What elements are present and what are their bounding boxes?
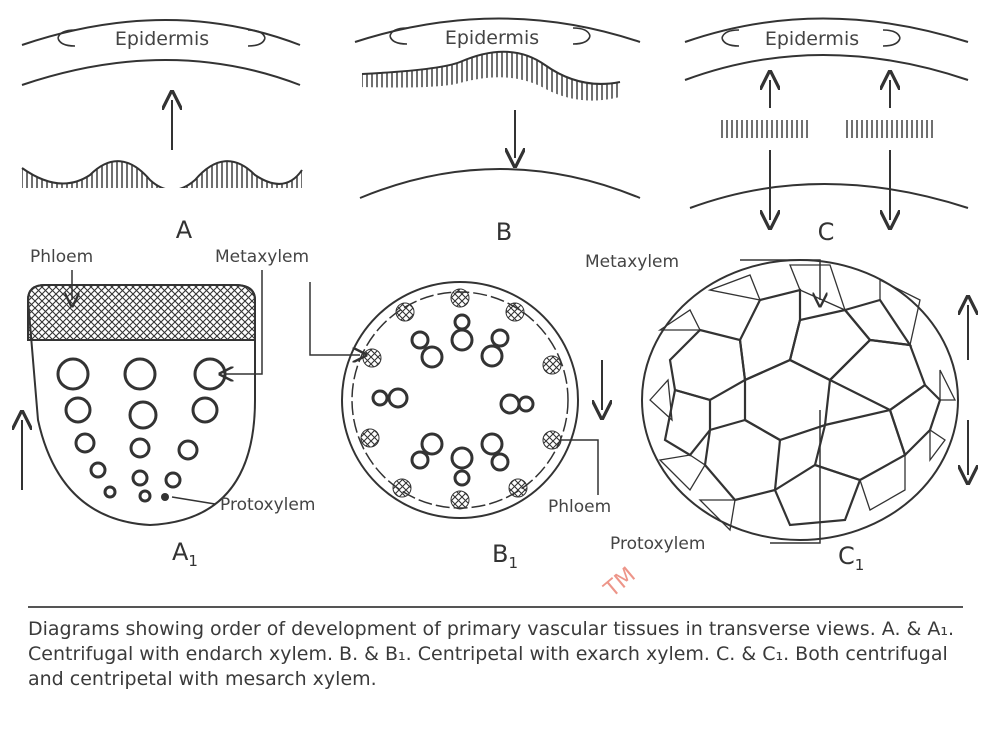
epidermis-label-a: Epidermis	[115, 28, 209, 50]
panel-a1: Phloem Metaxylem Protoxylem A1	[22, 247, 315, 570]
epidermis-label-b: Epidermis	[445, 27, 539, 49]
protoxylem-label-a1: Protoxylem	[220, 495, 315, 515]
vascular-development-diagram: Epidermis A Epidermis B Epidermis C	[0, 0, 981, 600]
epidermis-label-c: Epidermis	[765, 28, 859, 50]
panel-c: Epidermis C	[685, 19, 968, 247]
metaxylem-label-a1: Metaxylem	[215, 247, 309, 267]
mesarch-strand-left	[720, 120, 810, 138]
panel-label-c1: C1	[838, 542, 864, 574]
watermark: TM	[599, 563, 641, 600]
panel-label-a: A	[176, 216, 193, 244]
panel-label-b: B	[496, 218, 512, 246]
panel-c1: Metaxylem Protoxylem C1	[585, 252, 968, 574]
mesarch-strand-right	[845, 120, 935, 138]
panel-label-a1: A1	[172, 538, 198, 570]
panel-label-b1: B1	[492, 540, 518, 572]
caption-divider	[28, 606, 963, 608]
panel-b: Epidermis B	[355, 19, 640, 247]
panel-label-c: C	[818, 218, 835, 246]
panel-a: Epidermis A	[20, 20, 305, 244]
figure-caption: Diagrams showing order of development of…	[28, 617, 973, 692]
phloem-label-a1: Phloem	[30, 247, 93, 267]
svg-text:TM: TM	[599, 563, 641, 600]
metaxylem-label-c1: Metaxylem	[585, 252, 679, 272]
protoxylem-label-c1: Protoxylem	[610, 534, 705, 554]
panel-b1: Phloem B1	[310, 282, 611, 572]
phloem-label-b1: Phloem	[548, 497, 611, 517]
